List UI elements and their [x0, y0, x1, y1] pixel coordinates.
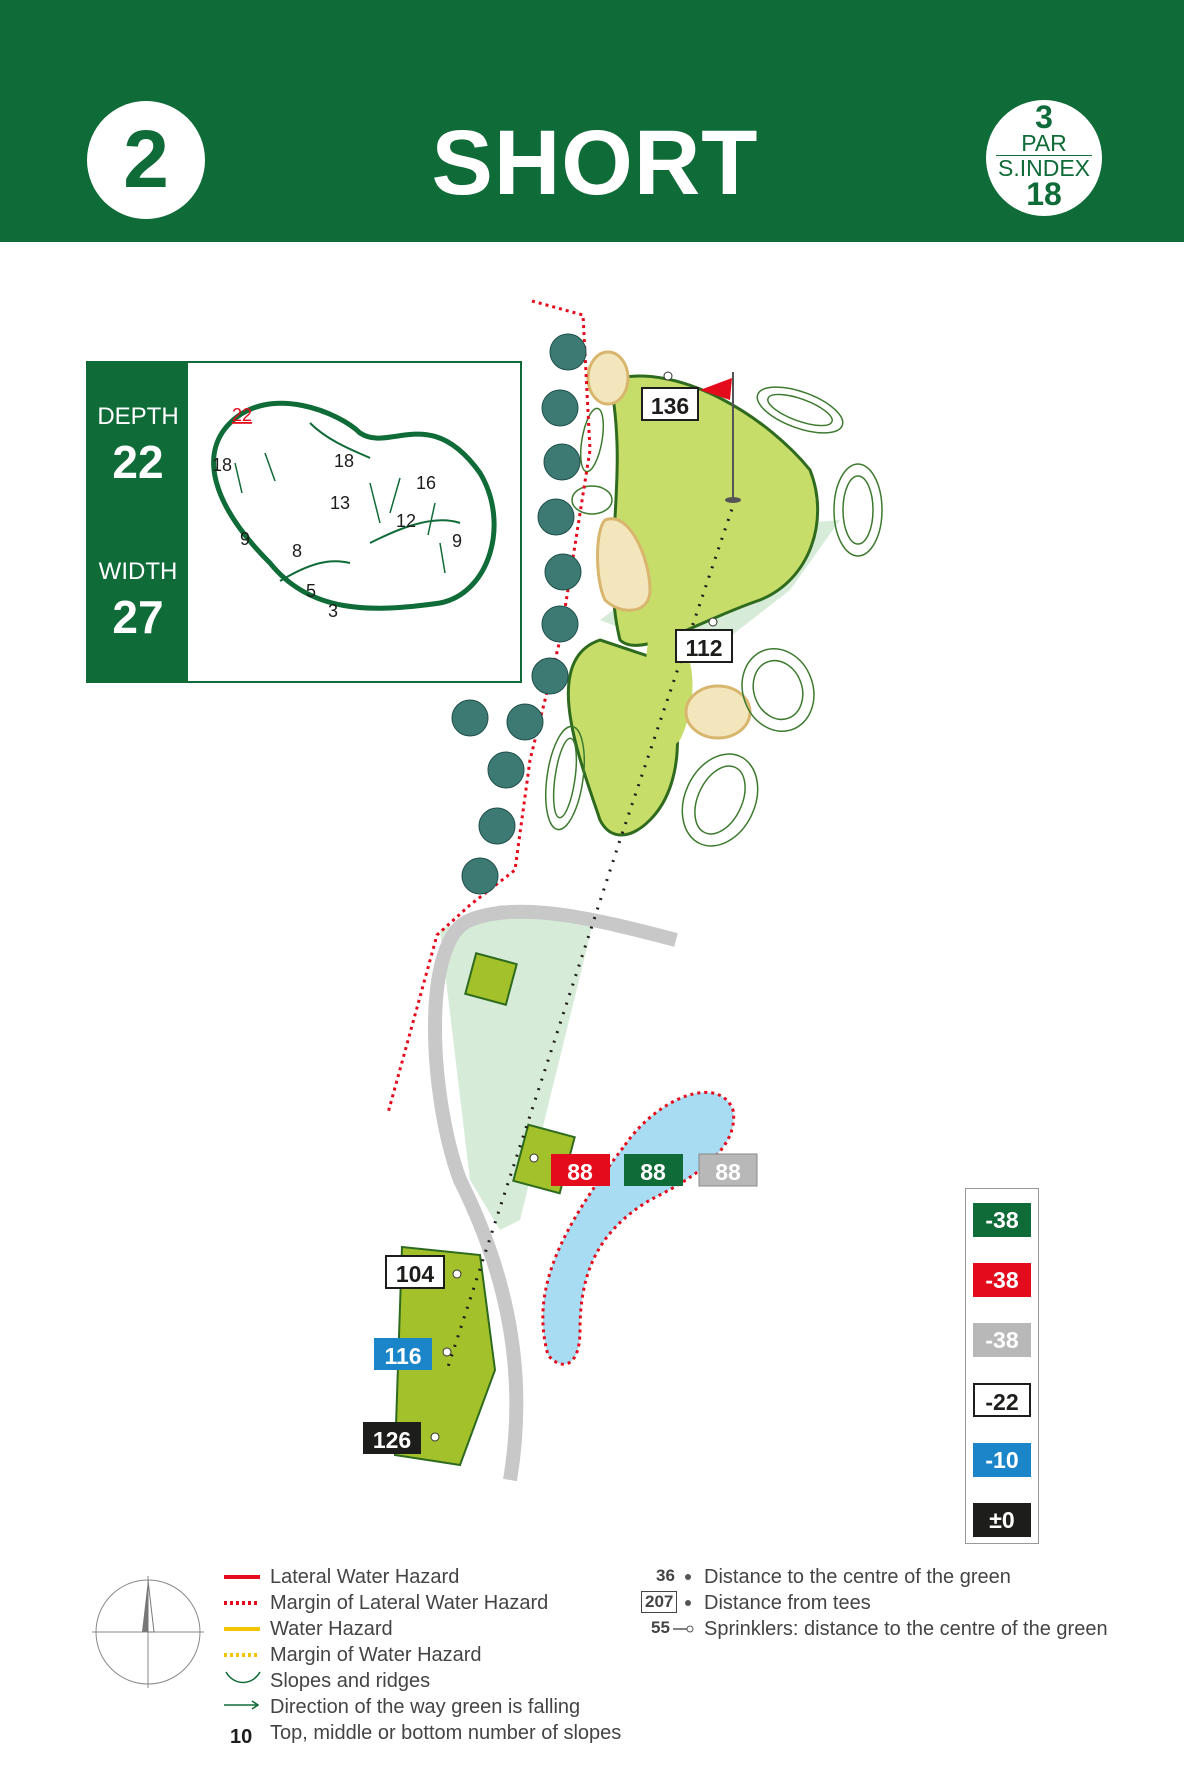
score-white: -22 — [973, 1383, 1031, 1417]
score-red: -38 — [973, 1263, 1031, 1297]
legend-sample-tee: 207 — [641, 1591, 678, 1613]
tee-distance-blue: 116 — [384, 1343, 421, 1369]
width-label: WIDTH — [98, 558, 178, 585]
score-green: -38 — [973, 1203, 1031, 1237]
par-value: 3 — [1035, 99, 1053, 135]
legend-symbols — [224, 1574, 694, 1710]
legend-sample-number: 10 — [230, 1726, 253, 1748]
legend-item: Lateral Water Hazard — [270, 1566, 460, 1588]
compass-icon — [92, 1576, 204, 1688]
tee-marker-green: 88 — [640, 1159, 666, 1185]
legend-sample-distance: 36 — [656, 1566, 675, 1585]
legend-item: Margin of Water Hazard — [270, 1644, 482, 1666]
green-dimensions-panel: DEPTH 22 WIDTH 27 — [88, 363, 188, 681]
lateral-hazard-margin — [386, 299, 592, 1114]
slope-number: 22 — [232, 405, 252, 425]
slope-number: 18 — [212, 455, 232, 475]
slope-number: 5 — [306, 581, 316, 601]
fairway-patch — [464, 952, 518, 1006]
header-bar: 2 SHORT 3 PAR S.INDEX 18 — [0, 0, 1184, 242]
par-badge: 3 PAR S.INDEX 18 — [986, 100, 1102, 216]
tee-distance-white: 104 — [396, 1261, 435, 1287]
par-divider — [996, 155, 1092, 156]
legend-sample-sprinkler: 55 — [651, 1618, 670, 1637]
legend-item: Top, middle or bottom number of slopes — [270, 1722, 622, 1744]
trees — [451, 333, 587, 895]
slope-number: 18 — [334, 451, 354, 471]
par-label: PAR — [1021, 130, 1067, 156]
legend-item: Distance to the centre of the green — [704, 1566, 1011, 1588]
score-black: ±0 — [973, 1503, 1031, 1537]
hole-number: 2 — [87, 101, 205, 219]
slope-number: 9 — [452, 531, 462, 551]
flag-icon — [700, 378, 732, 400]
hole-map: 136 112 88 88 88 104 116 126 — [363, 299, 883, 1482]
slope-icon — [225, 1671, 261, 1684]
hole-cup — [725, 497, 741, 503]
width-value: 27 — [112, 591, 164, 643]
ridge — [279, 560, 351, 582]
slope-arrows — [234, 452, 446, 574]
legend-item: Sprinklers: distance to the centre of th… — [704, 1618, 1108, 1640]
slope-number: 9 — [240, 529, 250, 549]
green-outline — [211, 400, 497, 611]
legend-item: Margin of Lateral Water Hazard — [270, 1592, 549, 1614]
green-diagram: 22 18 18 16 13 12 9 9 8 5 3 — [211, 400, 497, 621]
hole-name: SHORT — [431, 112, 759, 214]
sindex-label: S.INDEX — [997, 155, 1091, 181]
slope-number: 12 — [396, 511, 416, 531]
legend-item: Direction of the way green is falling — [270, 1696, 581, 1718]
distance-to-green: 112 — [685, 635, 722, 661]
slope-number: 13 — [330, 493, 350, 513]
distance-136-group: 136 — [641, 371, 699, 421]
slope-number: 16 — [416, 473, 436, 493]
legend-item: Water Hazard — [270, 1618, 393, 1640]
bunker — [596, 517, 652, 612]
legend-item: Slopes and ridges — [270, 1670, 431, 1692]
ridge — [309, 422, 371, 459]
legend: 10 Lateral Water Hazard Margin of Latera… — [0, 1560, 1184, 1777]
distance-112-group: 112 — [675, 617, 733, 663]
bunker — [684, 684, 752, 740]
line-of-play — [445, 499, 737, 1371]
tee-distance-black: 126 — [373, 1427, 411, 1453]
distance-to-green: 136 — [651, 393, 689, 419]
sindex-value: 18 — [1026, 176, 1062, 212]
score-blue: -10 — [973, 1443, 1031, 1477]
slope-number: 8 — [292, 541, 302, 561]
score-box: -38 -38 -38 -22 -10 ±0 — [965, 1188, 1039, 1544]
tee-marker-red: 88 — [567, 1159, 593, 1185]
tee-marker-silver: 88 — [715, 1159, 741, 1185]
depth-label: DEPTH — [97, 403, 179, 430]
ridge — [369, 519, 461, 544]
slope-number: 3 — [328, 601, 338, 621]
bunker — [586, 350, 630, 406]
legend-item: Distance from tees — [704, 1592, 871, 1614]
cart-path — [428, 904, 678, 1482]
mounds — [545, 386, 883, 847]
green-info-box: DEPTH 22 WIDTH 27 22 18 18 16 13 12 9 9 … — [86, 361, 522, 683]
score-silver: -38 — [973, 1323, 1031, 1357]
water-hazard — [541, 1091, 736, 1366]
depth-value: 22 — [112, 436, 164, 488]
green-arrow-icon — [224, 1700, 260, 1710]
